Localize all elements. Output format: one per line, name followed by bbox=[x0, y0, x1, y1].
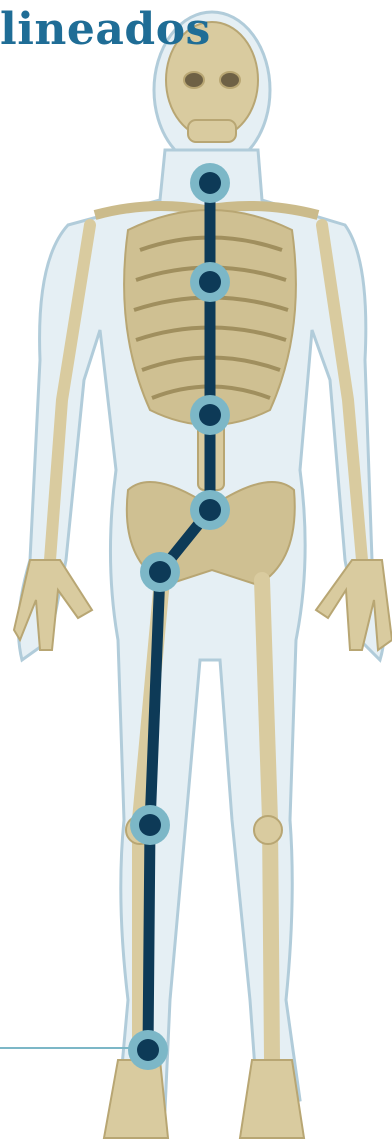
chest-marker bbox=[190, 262, 230, 302]
ankle-marker bbox=[128, 1030, 168, 1070]
neck-marker bbox=[190, 163, 230, 203]
right-kneecap bbox=[254, 816, 282, 844]
feet bbox=[104, 1060, 304, 1138]
sacrum-marker bbox=[190, 490, 230, 530]
lumbar-marker bbox=[190, 395, 230, 435]
hip-marker bbox=[140, 552, 180, 592]
knee-marker bbox=[130, 805, 170, 845]
page-title: lineados bbox=[0, 4, 211, 55]
